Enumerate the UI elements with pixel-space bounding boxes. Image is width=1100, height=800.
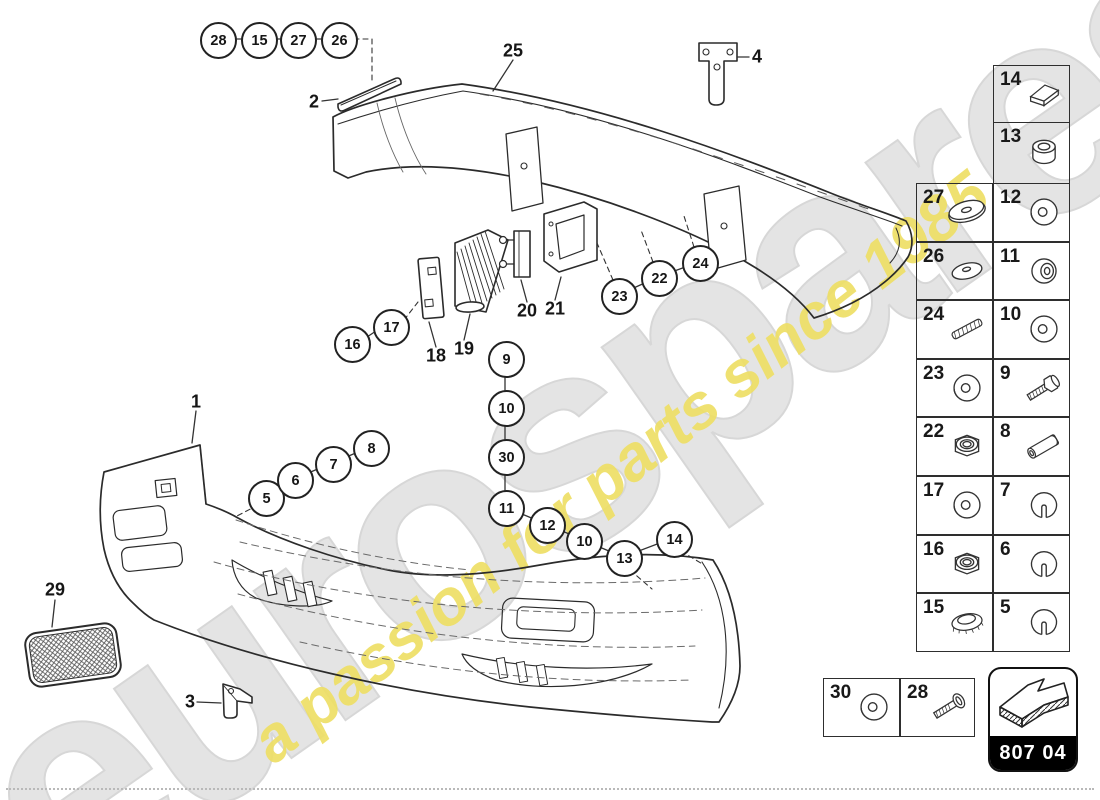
part-label-4[interactable]: 4: [751, 46, 763, 67]
grid-cell-number: 22: [923, 421, 945, 442]
grid-cell-6[interactable]: 6: [993, 535, 1070, 593]
slotted-disc-icon: [1030, 492, 1058, 519]
grid-cell-14[interactable]: 14: [993, 65, 1070, 123]
grid-cell-number: 6: [1000, 539, 1011, 560]
threaded-stud-icon: [950, 317, 984, 341]
washer-icon: [953, 374, 981, 402]
callout-27[interactable]: 27: [280, 22, 317, 59]
part-label-18[interactable]: 18: [425, 345, 447, 366]
grid-cell-number: 7: [1000, 480, 1011, 501]
washer-icon: [1030, 198, 1058, 226]
grid-cell-number: 27: [923, 187, 945, 208]
grid-cell-13[interactable]: 13: [993, 122, 1070, 184]
leader-lines: [51, 38, 750, 704]
grid-cell-number: 5: [1000, 597, 1011, 618]
grid-cell-27[interactable]: 27: [916, 183, 993, 242]
grid-cell-8[interactable]: 8: [993, 417, 1070, 476]
hex-bolt-icon: [1024, 372, 1063, 405]
part-label-20[interactable]: 20: [516, 300, 538, 321]
flanged-locknut-icon: [954, 552, 980, 575]
callout-14[interactable]: 14: [656, 521, 693, 558]
serrated-washer-icon: [950, 610, 985, 637]
diagram-section-tile[interactable]: 807 04: [988, 667, 1078, 772]
callout-30[interactable]: 30: [488, 439, 525, 476]
grid-cell-17[interactable]: 17: [916, 476, 993, 535]
grid-cell-number: 9: [1000, 363, 1011, 384]
grid-cell-26[interactable]: 26: [916, 242, 993, 300]
grid-cell-number: 15: [923, 597, 945, 618]
flanged-nut-icon: [1032, 139, 1056, 165]
part-label-3[interactable]: 3: [184, 691, 196, 712]
slotted-disc-icon: [1030, 609, 1058, 636]
grid-cell-10[interactable]: 10: [993, 300, 1070, 359]
grid-cell-11[interactable]: 11: [993, 242, 1070, 300]
adhesive-pad-icon: [1029, 84, 1059, 107]
grid-cell-number: 28: [907, 682, 929, 703]
grid-cell-22[interactable]: 22: [916, 417, 993, 476]
callout-28[interactable]: 28: [200, 22, 237, 59]
callout-12[interactable]: 12: [529, 507, 566, 544]
grid-cell-number: 17: [923, 480, 945, 501]
grid-cell-number: 10: [1000, 304, 1022, 325]
grid-cell-7[interactable]: 7: [993, 476, 1070, 535]
grid-cell-30[interactable]: 30: [823, 678, 900, 737]
grid-cell-16[interactable]: 16: [916, 535, 993, 593]
grommet-icon: [1031, 258, 1057, 284]
part-label-29[interactable]: 29: [44, 579, 66, 600]
screw-icon: [930, 691, 968, 723]
grid-cell-number: 11: [1000, 246, 1021, 267]
rear-bumper-drawing: [332, 83, 913, 319]
part-label-21[interactable]: 21: [544, 298, 566, 319]
callout-22[interactable]: 22: [641, 260, 678, 297]
callout-7[interactable]: 7: [315, 446, 352, 483]
washer-icon: [1030, 315, 1058, 343]
callout-11[interactable]: 11: [488, 490, 525, 527]
small-parts-drawing: [24, 42, 738, 719]
grid-cell-number: 13: [1000, 126, 1022, 147]
callout-24[interactable]: 24: [682, 245, 719, 282]
slotted-disc-icon: [1030, 551, 1058, 578]
grid-cell-24[interactable]: 24: [916, 300, 993, 359]
callout-10b[interactable]: 10: [566, 523, 603, 560]
spacer-sleeve-icon: [1025, 433, 1060, 460]
grid-cell-28[interactable]: 28: [900, 678, 975, 737]
part-label-1[interactable]: 1: [190, 391, 202, 412]
callout-17[interactable]: 17: [373, 309, 410, 346]
callout-9[interactable]: 9: [488, 341, 525, 378]
grid-cell-12[interactable]: 12: [993, 183, 1070, 242]
part-label-2[interactable]: 2: [308, 91, 320, 112]
callout-15[interactable]: 15: [241, 22, 278, 59]
grid-cell-number: 12: [1000, 187, 1022, 208]
grid-cell-23[interactable]: 23: [916, 359, 993, 417]
washer-icon: [953, 491, 981, 519]
callout-13[interactable]: 13: [606, 540, 643, 577]
grid-cell-number: 14: [1000, 69, 1022, 90]
callout-6[interactable]: 6: [277, 462, 314, 499]
part-label-19[interactable]: 19: [453, 338, 475, 359]
callout-23[interactable]: 23: [601, 278, 638, 315]
flanged-locknut-icon: [954, 434, 980, 457]
oval-washer-icon: [949, 259, 985, 283]
callout-16[interactable]: 16: [334, 326, 371, 363]
callout-8[interactable]: 8: [353, 430, 390, 467]
grid-cell-number: 26: [923, 246, 945, 267]
page-bottom-border: [6, 788, 1094, 790]
grid-cell-15[interactable]: 15: [916, 593, 993, 652]
page-code: 807 04: [990, 736, 1076, 770]
callout-26[interactable]: 26: [321, 22, 358, 59]
grid-cell-5[interactable]: 5: [993, 593, 1070, 652]
grid-cell-number: 30: [830, 682, 852, 703]
grid-cell-number: 16: [923, 539, 945, 560]
part-label-25[interactable]: 25: [502, 40, 524, 61]
washer-icon: [860, 693, 888, 721]
front-bumper-drawing: [99, 444, 741, 723]
large-washer-icon: [945, 195, 989, 227]
grid-cell-number: 23: [923, 363, 945, 384]
grid-cell-number: 24: [923, 304, 945, 325]
grid-cell-9[interactable]: 9: [993, 359, 1070, 417]
section-arrow-icon: [999, 678, 1069, 728]
callout-10[interactable]: 10: [488, 390, 525, 427]
grid-cell-number: 8: [1000, 421, 1011, 442]
